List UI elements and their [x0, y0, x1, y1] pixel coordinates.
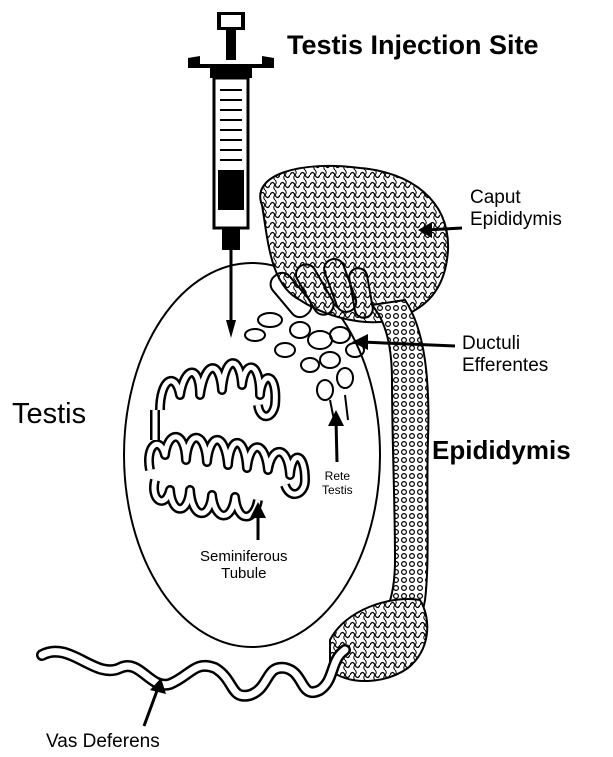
vas-deferens-arrow-icon — [144, 678, 166, 726]
ductuli-label-line2: Efferentes — [462, 355, 548, 377]
epididymis-label: Epididymis — [432, 436, 571, 466]
diagram-title: Testis Injection Site — [287, 30, 539, 61]
caput-label-line1: Caput — [470, 187, 562, 209]
testis-label: Testis — [12, 398, 86, 431]
rete-label-line2: Testis — [322, 484, 353, 498]
ductuli-efferentes-label: Ductuli Efferentes — [462, 333, 548, 377]
caput-epididymis-label: Caput Epididymis — [470, 187, 562, 231]
ductuli-label-line1: Ductuli — [462, 333, 548, 355]
cauda-epididymis-shape — [330, 599, 427, 681]
rete-testis-label: Rete Testis — [322, 470, 353, 498]
seminiferous-label-line2: Tubule — [200, 565, 288, 582]
seminiferous-tubule-label: Seminiferous Tubule — [200, 548, 288, 583]
vas-deferens-label: Vas Deferens — [46, 731, 160, 753]
caput-label-line2: Epididymis — [470, 209, 562, 231]
seminiferous-label-line1: Seminiferous — [200, 548, 288, 565]
rete-label-line1: Rete — [322, 470, 353, 484]
